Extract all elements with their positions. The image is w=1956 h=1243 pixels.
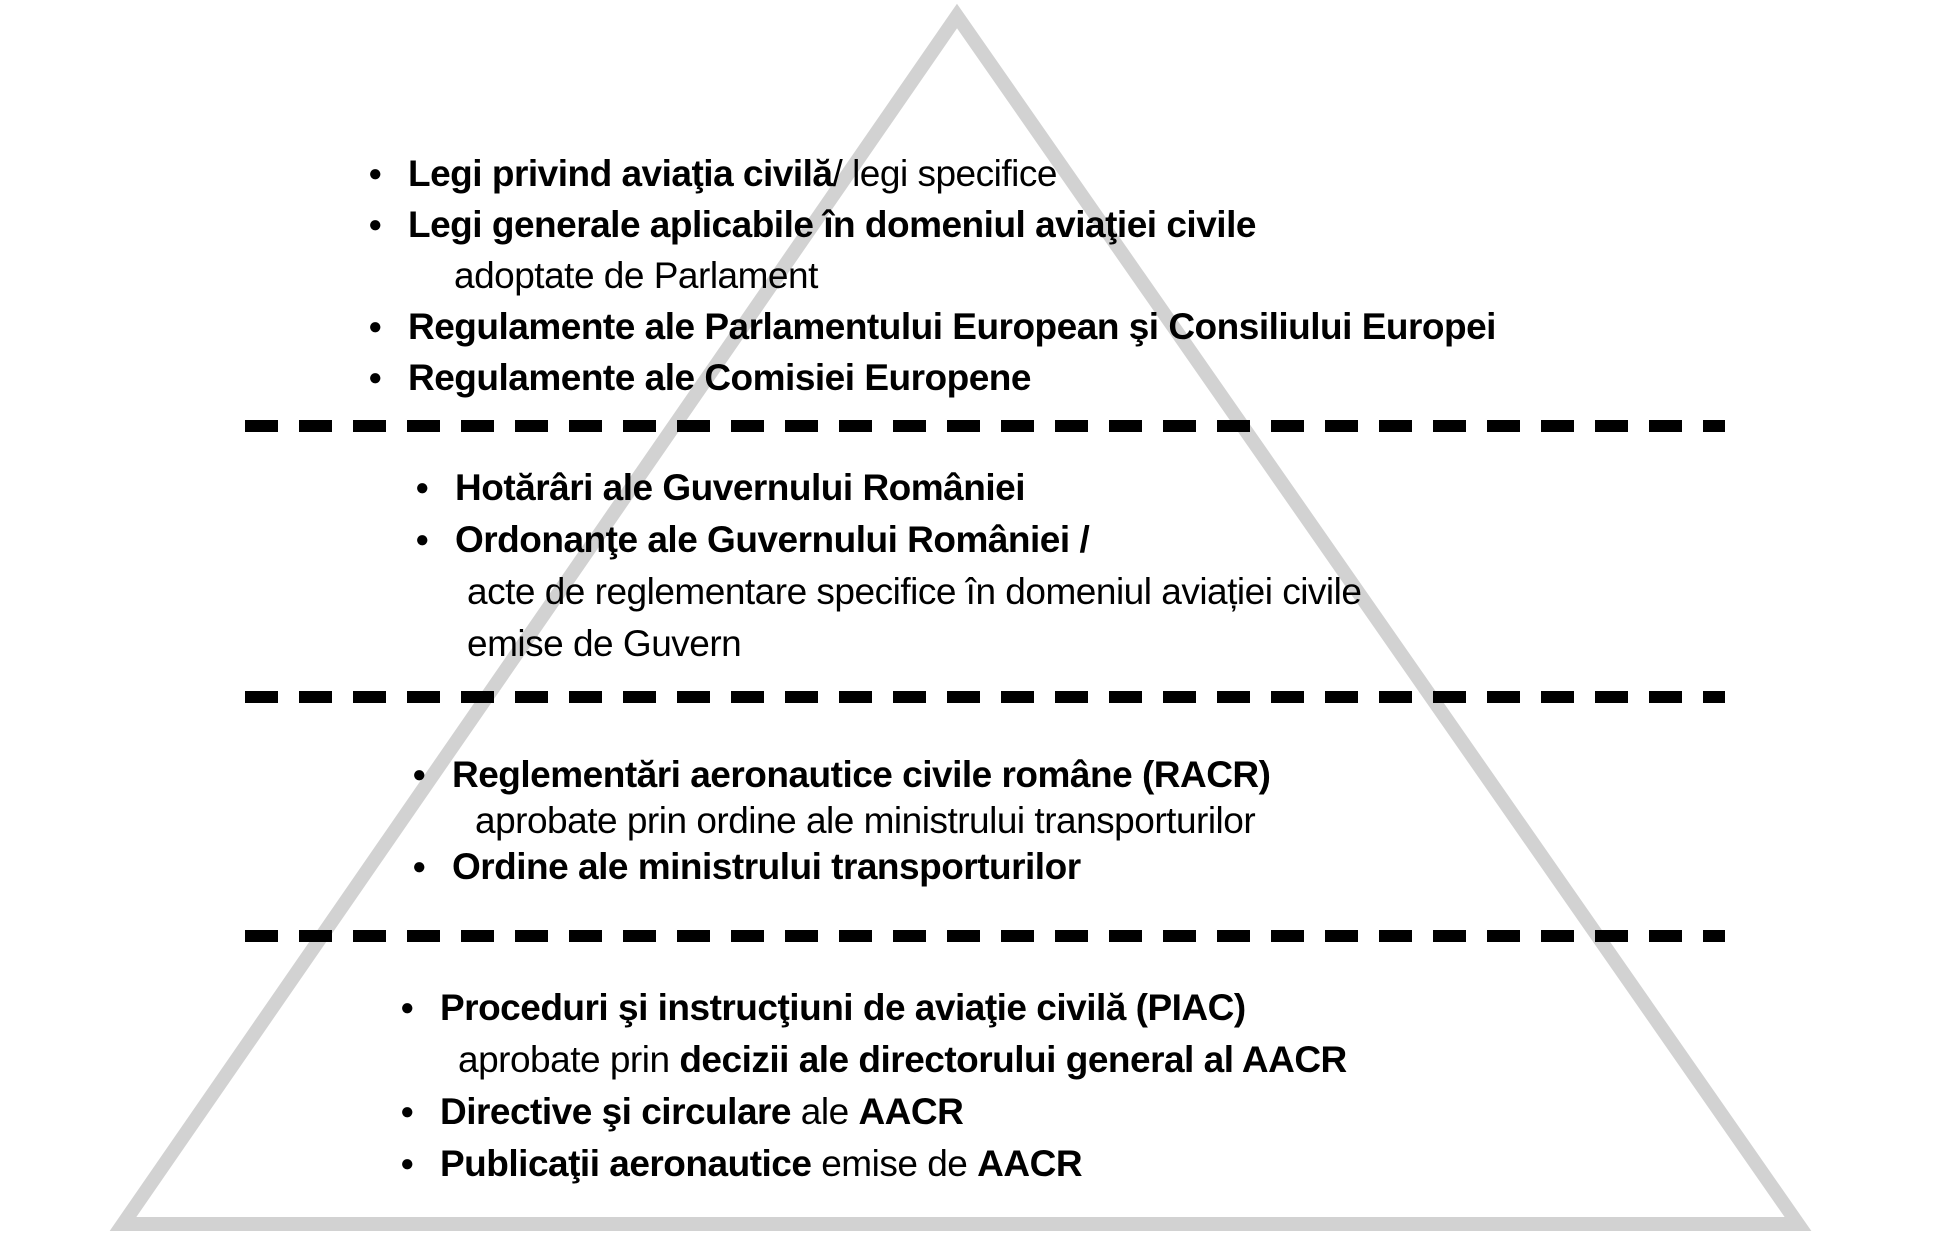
text-segment: AACR bbox=[858, 1091, 964, 1132]
text-segment: Legi generale aplicabile în domeniul avi… bbox=[408, 203, 1256, 245]
text-segment: Ordonanţe ale Guvernului României / bbox=[455, 519, 1090, 560]
text-segment: Reglementări aeronautice civile române (… bbox=[452, 754, 1271, 795]
text-segment: acte de reglementare specifice în domeni… bbox=[467, 571, 1362, 612]
tier-separator bbox=[245, 930, 1725, 942]
text-segment: decizii ale directorului general al AACR bbox=[679, 1039, 1347, 1080]
text-segment: aprobate prin ordine ale ministrului tra… bbox=[475, 800, 1256, 841]
tier-1-list: ● Legi privind aviaţia civilă/ legi speci… bbox=[368, 148, 1496, 403]
text-segment: Regulamente ale Parlamentului European ş… bbox=[408, 305, 1496, 347]
bullet-icon: ● bbox=[400, 1150, 415, 1177]
text-segment: Publicaţii aeronautice bbox=[440, 1143, 812, 1184]
list-item: ● Regulamente ale Comisiei Europene bbox=[368, 352, 1496, 403]
list-item: ● Legi privind aviaţia civilă/ legi speci… bbox=[368, 148, 1496, 199]
list-item: ● Proceduri şi instrucţiuni de aviaţie ci… bbox=[400, 982, 1347, 1034]
list-item: ● Legi generale aplicabile în domeniul av… bbox=[368, 199, 1496, 250]
bullet-icon: ● bbox=[368, 363, 383, 391]
tier-separator bbox=[245, 691, 1725, 703]
text-segment: Hotărâri ale Guvernului României bbox=[455, 467, 1025, 508]
tier-3-list: ● Reglementări aeronautice civile române … bbox=[412, 752, 1271, 890]
list-item: acte de reglementare specifice în domeni… bbox=[467, 566, 1362, 618]
list-item: ● Regulamente ale Parlamentului European … bbox=[368, 301, 1496, 352]
list-item: emise de Guvern bbox=[467, 618, 1361, 670]
text-segment: Regulamente ale Comisiei Europene bbox=[408, 356, 1031, 398]
bullet-icon: ● bbox=[400, 1098, 415, 1125]
text-segment: Proceduri şi instrucţiuni de aviaţie civ… bbox=[440, 987, 1246, 1028]
text-segment: Ordine ale ministrului transporturilor bbox=[452, 846, 1081, 887]
bullet-icon: ● bbox=[368, 312, 383, 340]
text-segment: Directive şi circulare bbox=[440, 1091, 792, 1132]
text-segment: aprobate prin bbox=[458, 1039, 680, 1080]
list-item: ● Publicaţii aeronautice emise de AACR bbox=[400, 1138, 1347, 1190]
bullet-icon: ● bbox=[412, 761, 427, 788]
text-segment: AACR bbox=[977, 1143, 1083, 1184]
tier-2-list: ● Hotărâri ale Guvernului României ● Ordona… bbox=[415, 462, 1362, 670]
list-item: aprobate prin ordine ale ministrului tra… bbox=[475, 798, 1270, 844]
text-segment: emise de Guvern bbox=[467, 623, 742, 664]
bullet-icon: ● bbox=[412, 853, 427, 880]
list-item: ● Ordonanţe ale Guvernului României / bbox=[415, 514, 1361, 566]
tier-separator bbox=[245, 420, 1725, 432]
bullet-icon: ● bbox=[368, 159, 383, 187]
list-item: ● Hotărâri ale Guvernului României bbox=[415, 462, 1361, 514]
bullet-icon: ● bbox=[368, 210, 383, 238]
pyramid-triangle bbox=[109, 3, 1812, 1231]
bullet-icon: ● bbox=[415, 526, 430, 553]
list-item: adoptate de Parlament bbox=[454, 250, 1496, 301]
bullet-icon: ● bbox=[400, 994, 415, 1021]
bullet-icon: ● bbox=[415, 474, 430, 501]
list-item: aprobate prin decizii ale directorului g… bbox=[458, 1034, 1347, 1086]
list-item: ● Ordine ale ministrului transporturilor bbox=[412, 844, 1270, 890]
list-item: ● Directive şi circulare ale AACR bbox=[400, 1086, 1347, 1138]
text-segment: adoptate de Parlament bbox=[454, 254, 818, 296]
list-item: ● Reglementări aeronautice civile române … bbox=[412, 752, 1271, 798]
text-segment: Legi privind aviaţia civilă bbox=[408, 152, 833, 194]
text-segment: ale bbox=[791, 1091, 859, 1132]
tier-4-list: ● Proceduri şi instrucţiuni de aviaţie ci… bbox=[400, 982, 1347, 1190]
text-segment: emise de bbox=[811, 1143, 978, 1184]
text-segment: / legi specifice bbox=[832, 152, 1058, 194]
